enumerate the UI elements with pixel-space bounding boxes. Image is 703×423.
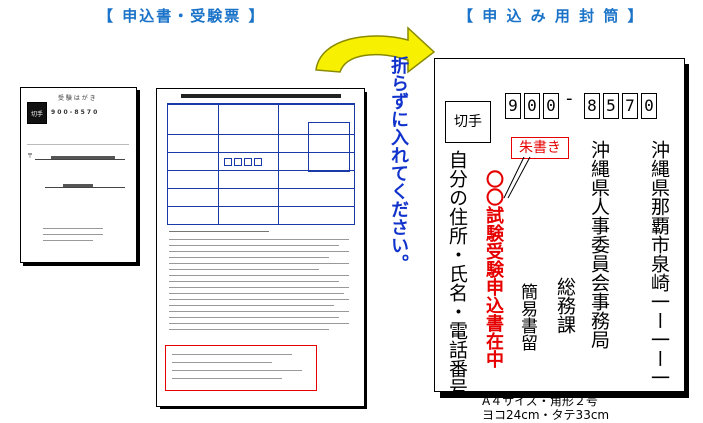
application-form xyxy=(156,88,365,407)
callout-shuzu: 朱書き xyxy=(511,137,569,159)
postal-digit-5: 5 xyxy=(603,93,619,119)
envelope-red-note: 〇〇試験受験申込書在中 xyxy=(483,170,504,368)
application-header: 【 申込書・受験票 】 xyxy=(98,7,266,25)
postal-dash: - xyxy=(566,88,573,109)
application-postcard: 受 験 は が き 切手 9 0 0 - 8 5 7 0 〒 xyxy=(20,87,137,263)
postal-digit-6: 7 xyxy=(622,93,638,119)
photo-box xyxy=(308,122,350,172)
envelope-section: 総務課 xyxy=(554,277,576,334)
envelope-address: 沖縄県那覇市泉崎一ー一ー一 xyxy=(648,140,670,387)
size-note-line1: A４サイズ・角形２号 xyxy=(482,394,598,408)
postal-digit-3: 0 xyxy=(543,93,559,119)
postal-digit-4: 8 xyxy=(584,93,600,119)
form-table xyxy=(167,103,355,225)
form-red-box xyxy=(165,345,317,391)
postcard-stamp: 切手 xyxy=(27,102,47,124)
size-note-line2: ヨコ24cm・タテ33cm xyxy=(482,408,610,422)
instruction-text: 折らずに入れてください。 xyxy=(388,56,409,272)
postal-digit-1: 9 xyxy=(505,93,521,119)
envelope-header: 【 申 込 み 用 封 筒 】 xyxy=(458,7,645,25)
envelope-sender: 自分の住所・氏名・電話番号 xyxy=(446,150,468,397)
callout-pointer-icon xyxy=(503,156,531,199)
postcard-mark: 〒 xyxy=(27,153,34,160)
postcard-title: 受 験 は が き xyxy=(58,95,96,102)
curved-arrow-icon xyxy=(315,26,436,74)
envelope-registered-mail: 簡易書留 xyxy=(517,283,537,351)
postcard-postal: 9 0 0 - 8 5 7 0 xyxy=(51,109,98,116)
postal-digit-2: 0 xyxy=(524,93,540,119)
envelope-recipient: 沖縄県人事委員会事務局 xyxy=(588,140,610,349)
form-title-bar xyxy=(181,94,341,98)
envelope-stamp-box: 切手 xyxy=(445,101,491,143)
postal-digit-7: 0 xyxy=(641,93,657,119)
